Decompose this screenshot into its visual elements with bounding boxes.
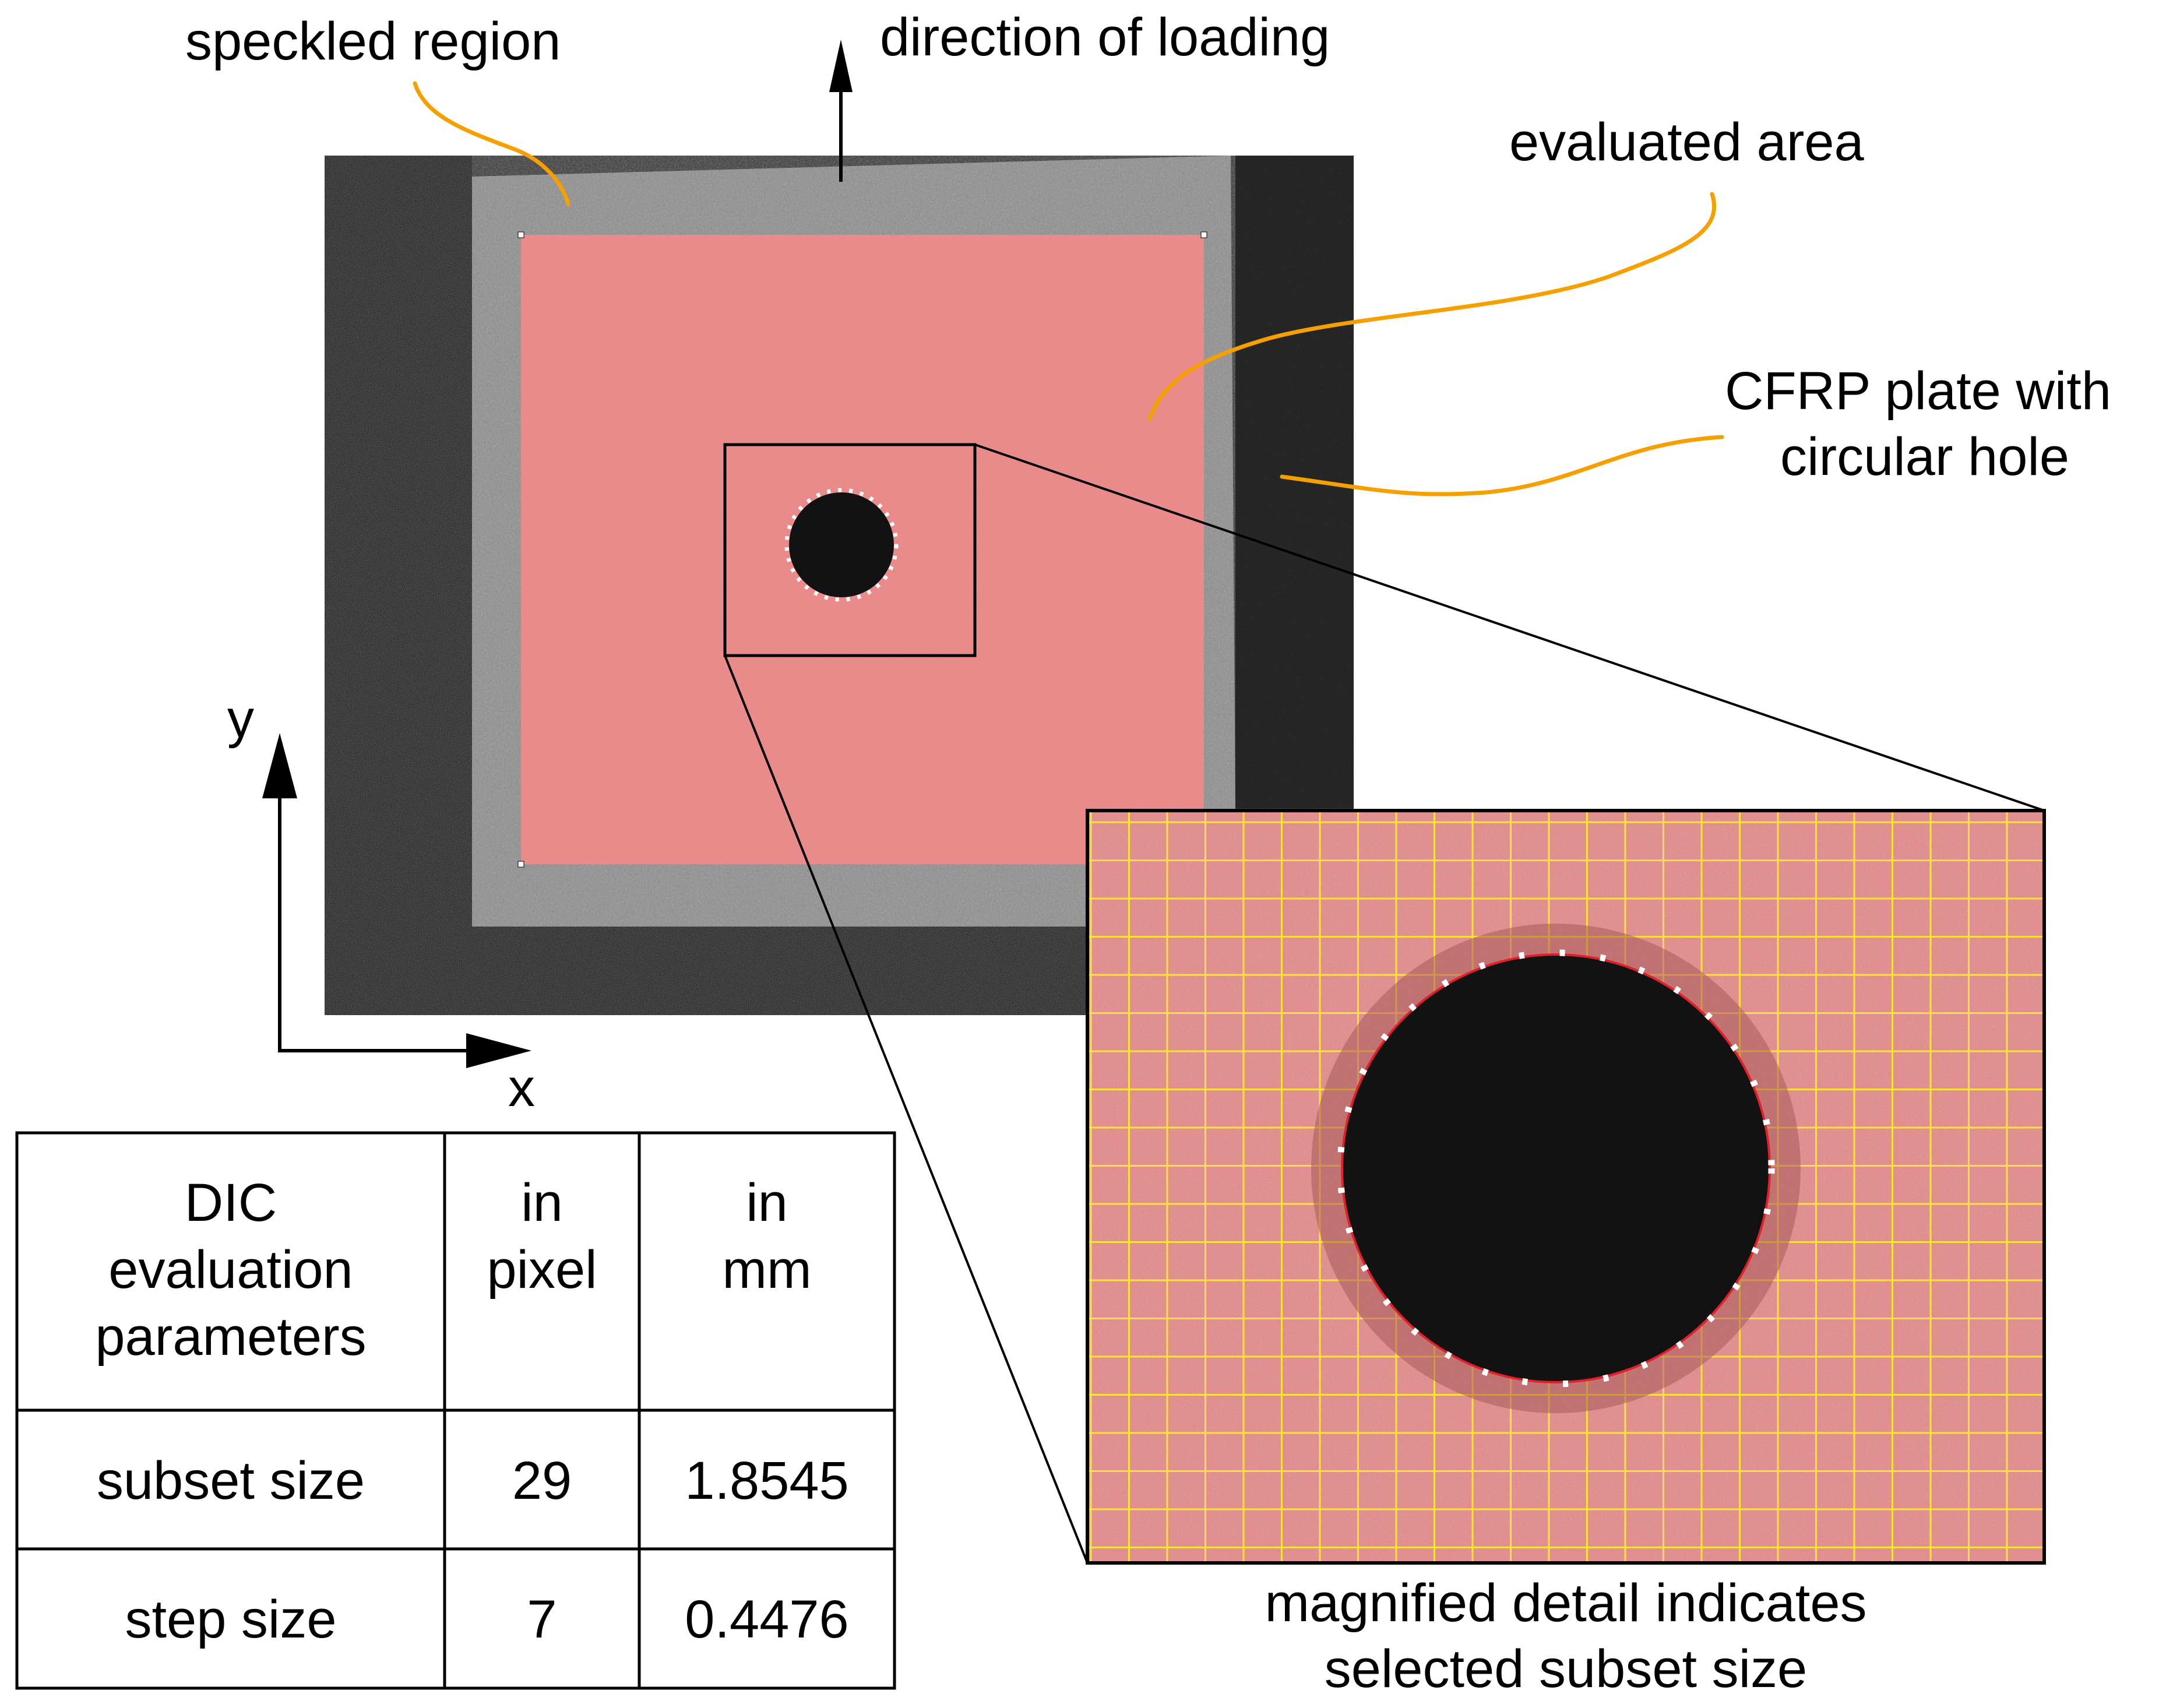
table-grid [15,1131,896,1690]
label-speckled-region: speckled region [185,12,561,71]
table-header-col2-line2: pixel [487,1240,597,1300]
magnified-frame [1086,809,2046,1565]
parameters-table: DIC evaluation parameters in pixel in mm… [15,1131,896,1690]
loading-arrow [829,40,853,182]
table-cell-subset-name: subset size [97,1451,365,1510]
connector-line-top [974,443,2045,812]
label-evaluated-area: evaluated area [1509,112,1865,172]
table-header-col1-line2: evaluation [108,1240,353,1300]
large-hole-nodes [1337,949,1775,1387]
small-hole [789,492,894,597]
roi-corner-tl [517,231,524,238]
roi-corner-markers [517,231,1207,868]
table-header-col2-line1: in [521,1173,563,1232]
axis-label-y: y [227,689,254,749]
leader-speckled-region [413,81,570,206]
x-axis-arrowhead [466,1033,531,1068]
y-axis-arrowhead [262,733,297,798]
label-cfrp-line1: CFRP plate with [1725,361,2111,421]
large-hole [1341,953,1771,1383]
detail-frame [723,443,977,657]
axes-lines [278,793,484,1052]
table-cell-subset-mm: 1.8545 [685,1451,848,1510]
label-magnified-line2: selected subset size [1325,1639,1807,1699]
leader-evaluated-area [1147,192,1717,421]
table-header-col1-line3: parameters [95,1307,366,1367]
label-magnified-line1: magnified detail indicates [1265,1573,1866,1633]
table-cell-step-pixel: 7 [527,1590,557,1649]
leader-cfrp-plate [1280,435,1724,496]
table-header-col1-line1: DIC [185,1173,277,1232]
table-header-col3-line2: mm [722,1240,811,1300]
table-cell-step-name: step size [125,1590,336,1649]
right-dark-strip [1235,156,1354,808]
table-cell-subset-pixel: 29 [512,1451,572,1510]
label-direction-of-loading: direction of loading [880,8,1330,67]
table-header-col3-line1: in [746,1173,788,1232]
labels: speckled region direction of loading eva… [185,8,2111,1699]
label-cfrp-line2: circular hole [1780,427,2069,487]
connector-line-bottom [724,655,1089,1563]
table-cell-step-mm: 0.4476 [685,1590,848,1649]
axes [262,733,531,1068]
magnified-detail [1087,811,2044,1563]
roi-corner-bl [517,861,524,868]
specimen-photo [325,156,1354,1015]
axis-label-x: x [508,1058,535,1118]
roi-corner-tr [1200,231,1207,238]
leader-lines [413,81,1724,496]
loading-arrow-head [829,40,853,92]
small-hole-nodes [784,488,899,602]
